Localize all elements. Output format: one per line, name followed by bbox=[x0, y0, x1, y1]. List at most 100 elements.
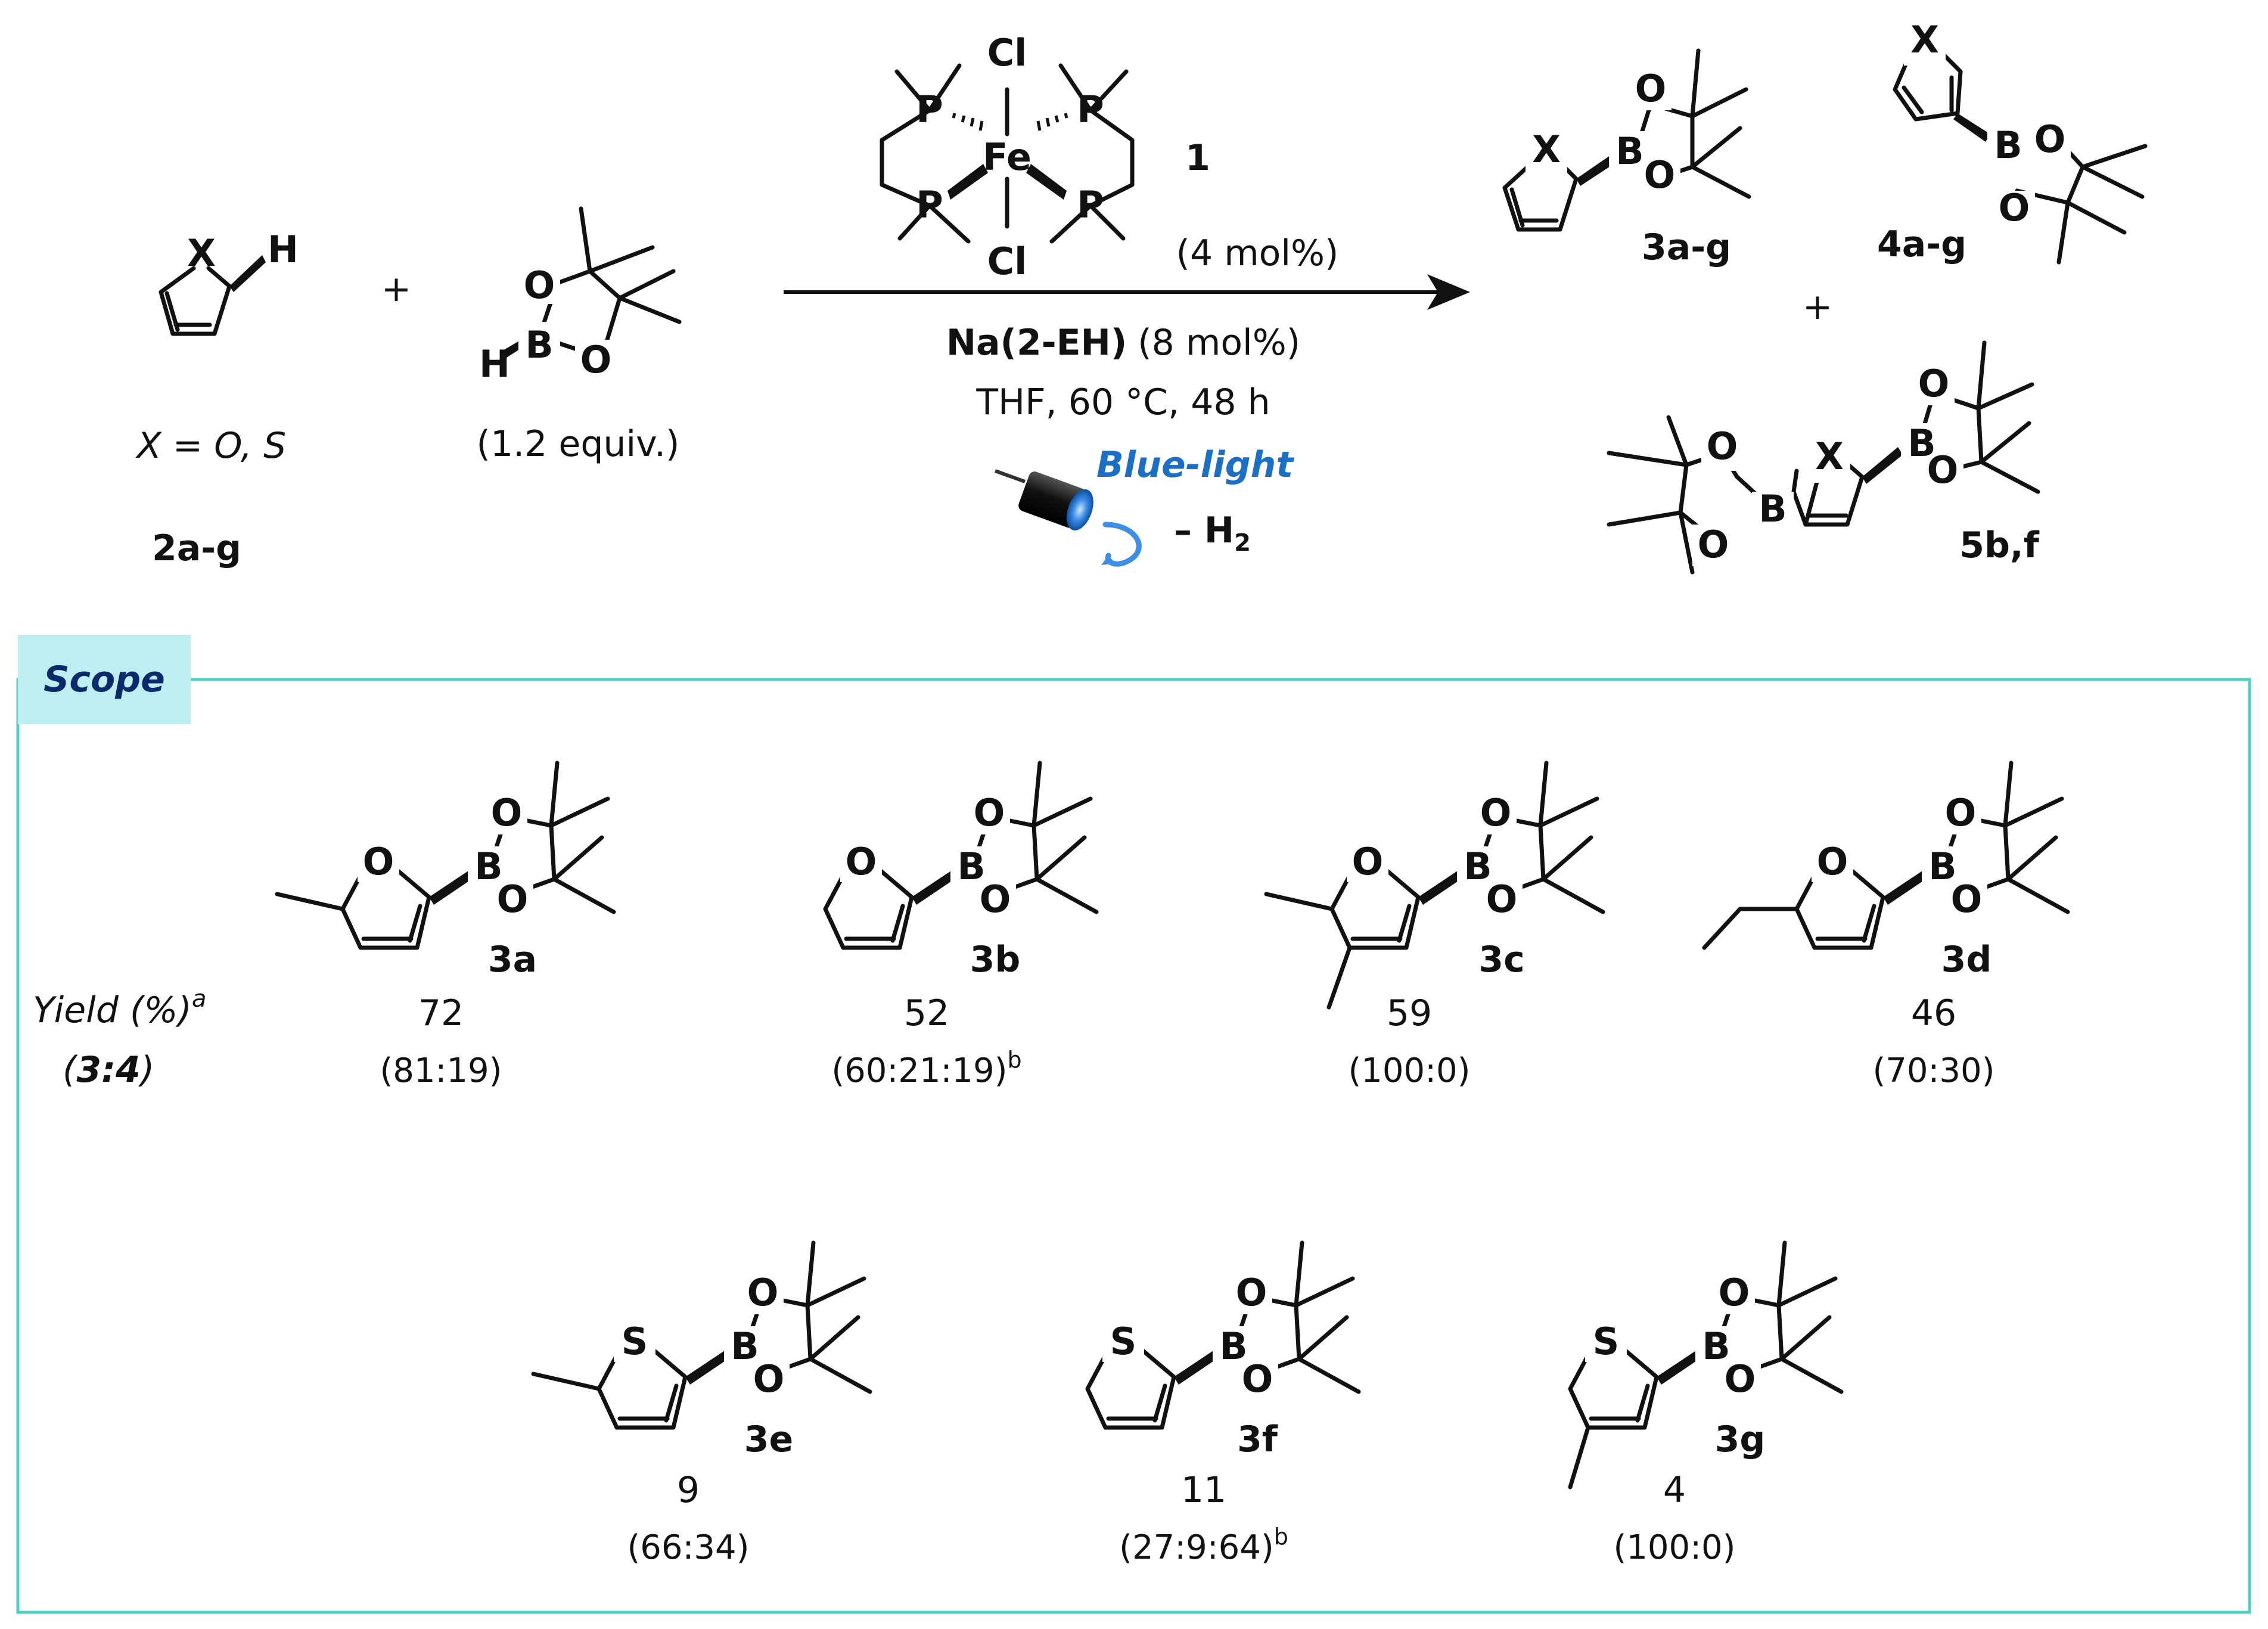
atom-x: X bbox=[187, 231, 216, 275]
atom-cl: Cl bbox=[987, 240, 1027, 283]
atom-o: O bbox=[1236, 1271, 1267, 1314]
atom-h: H bbox=[479, 342, 510, 386]
atom-o: O bbox=[524, 263, 555, 307]
atom-o: O bbox=[2034, 117, 2066, 161]
atom-heteroatom: S bbox=[1593, 1320, 1620, 1363]
atom-b: B bbox=[1464, 845, 1492, 888]
scope-texts: 3a72(81:19)3b52(60:21:19)b3c59(100:0)3d4… bbox=[380, 939, 1994, 1567]
substrate-heteroarene: X H bbox=[159, 228, 299, 336]
atom-x: X bbox=[1910, 18, 1939, 61]
scope-ratio-3g: (100:0) bbox=[1613, 1528, 1735, 1567]
atom-x: X bbox=[1532, 128, 1561, 171]
product-3-structure: X B O O bbox=[1502, 48, 1751, 232]
scope-title: Scope bbox=[44, 659, 165, 700]
atom-o: O bbox=[1999, 186, 2030, 229]
scope-yield-3f: 11 bbox=[1181, 1469, 1226, 1511]
atom-o: O bbox=[1635, 67, 1667, 110]
reagent-equiv: (1.2 equiv.) bbox=[477, 423, 680, 465]
conditions: THF, 60 °C, 48 h bbox=[975, 381, 1270, 423]
scope-yield-3g: 4 bbox=[1663, 1469, 1686, 1511]
atom-cl: Cl bbox=[987, 31, 1027, 75]
atom-o: O bbox=[1486, 877, 1518, 921]
product-5-label: 5b,f bbox=[1959, 525, 2039, 566]
scope-ratio-3c: (100:0) bbox=[1348, 1051, 1470, 1090]
atom-o: O bbox=[1644, 153, 1676, 197]
scope-label-3f: 3f bbox=[1237, 1419, 1278, 1460]
blue-led-icon bbox=[994, 469, 1142, 567]
substrate-label: 2a-g bbox=[152, 528, 241, 569]
atom-o: O bbox=[1918, 362, 1950, 405]
atom-o: O bbox=[1945, 791, 1977, 834]
scope-yield-3b: 52 bbox=[904, 992, 949, 1034]
scope-label-3e: 3e bbox=[744, 1419, 793, 1460]
atom-o: O bbox=[1719, 1271, 1750, 1314]
iron-catalyst: Cl Fe Cl P P P P bbox=[880, 31, 1135, 283]
atom-heteroatom: O bbox=[846, 840, 877, 883]
product-5-structure: X B O O B O O bbox=[1607, 340, 2040, 575]
yield-header: Yield (%)a bbox=[33, 985, 206, 1031]
atom-b: B bbox=[957, 845, 985, 888]
product-3-label: 3a-g bbox=[1642, 226, 1731, 268]
scope-tab bbox=[18, 635, 191, 724]
plus-sign-products: + bbox=[1803, 286, 1832, 328]
additive: Na(2-EH)(8 mol%) bbox=[946, 322, 1300, 364]
scope-molecule-3g: S BOO bbox=[1568, 1240, 1844, 1490]
atom-b: B bbox=[1615, 129, 1643, 173]
atom-o: O bbox=[1707, 424, 1738, 468]
atom-heteroatom: S bbox=[1110, 1320, 1137, 1363]
atom-x: X bbox=[1815, 435, 1844, 478]
atom-heteroatom: O bbox=[363, 840, 394, 883]
atom-h: H bbox=[268, 228, 299, 271]
scope-label-3b: 3b bbox=[970, 939, 1021, 980]
atom-o: O bbox=[580, 338, 612, 381]
atom-fe: Fe bbox=[983, 135, 1032, 179]
scope-label-3c: 3c bbox=[1478, 939, 1524, 980]
atom-heteroatom: O bbox=[1352, 840, 1384, 883]
atom-o: O bbox=[1242, 1357, 1273, 1401]
scope-ratio-3b: (60:21:19)b bbox=[831, 1047, 1021, 1090]
atom-o: O bbox=[1480, 791, 1512, 834]
atom-o: O bbox=[1725, 1357, 1756, 1401]
scope-box bbox=[16, 678, 2251, 1614]
blue-light-label: Blue-light bbox=[1096, 444, 1294, 486]
atom-p: P bbox=[916, 183, 943, 226]
atom-b: B bbox=[1702, 1324, 1730, 1368]
scope-yield-3d: 46 bbox=[1911, 992, 1956, 1034]
ratio-header: (3:4) bbox=[63, 1049, 154, 1091]
scope-molecule-3f: S BOO bbox=[1085, 1240, 1361, 1430]
atom-o: O bbox=[1698, 523, 1729, 566]
atom-b: B bbox=[1928, 845, 1956, 888]
catalyst-loading: (4 mol%) bbox=[1176, 232, 1339, 274]
scope-yield-3a: 72 bbox=[418, 992, 464, 1034]
atom-b: B bbox=[1219, 1324, 1247, 1368]
atom-b: B bbox=[474, 845, 502, 888]
catalyst-label: 1 bbox=[1185, 137, 1210, 179]
substrate-note: X = O, S bbox=[135, 425, 287, 467]
atom-b: B bbox=[1759, 487, 1787, 530]
atom-o: O bbox=[491, 791, 523, 834]
hydrogen-byproduct: – H2 bbox=[1174, 510, 1251, 557]
atom-o: O bbox=[1927, 448, 1959, 492]
atom-heteroatom: S bbox=[622, 1320, 648, 1363]
atom-o: O bbox=[1951, 877, 1983, 921]
scope-ratio-3d: (70:30) bbox=[1872, 1051, 1994, 1090]
atom-o: O bbox=[974, 791, 1005, 834]
scope-ratio-3e: (66:34) bbox=[627, 1528, 749, 1567]
scope-label-3a: 3a bbox=[488, 939, 537, 980]
atom-b: B bbox=[731, 1324, 759, 1368]
scope-ratio-3f: (27:9:64)b bbox=[1119, 1523, 1288, 1567]
atom-p: P bbox=[1077, 183, 1104, 226]
scope-label-3d: 3d bbox=[1941, 939, 1992, 980]
atom-o: O bbox=[980, 877, 1011, 921]
product-4-label: 4a-g bbox=[1877, 224, 1966, 265]
scope-ratio-3a: (81:19) bbox=[380, 1051, 502, 1090]
atom-b: B bbox=[1994, 123, 2022, 167]
scope-yield-3e: 9 bbox=[677, 1469, 700, 1511]
plus-sign-reactants: + bbox=[381, 268, 411, 310]
